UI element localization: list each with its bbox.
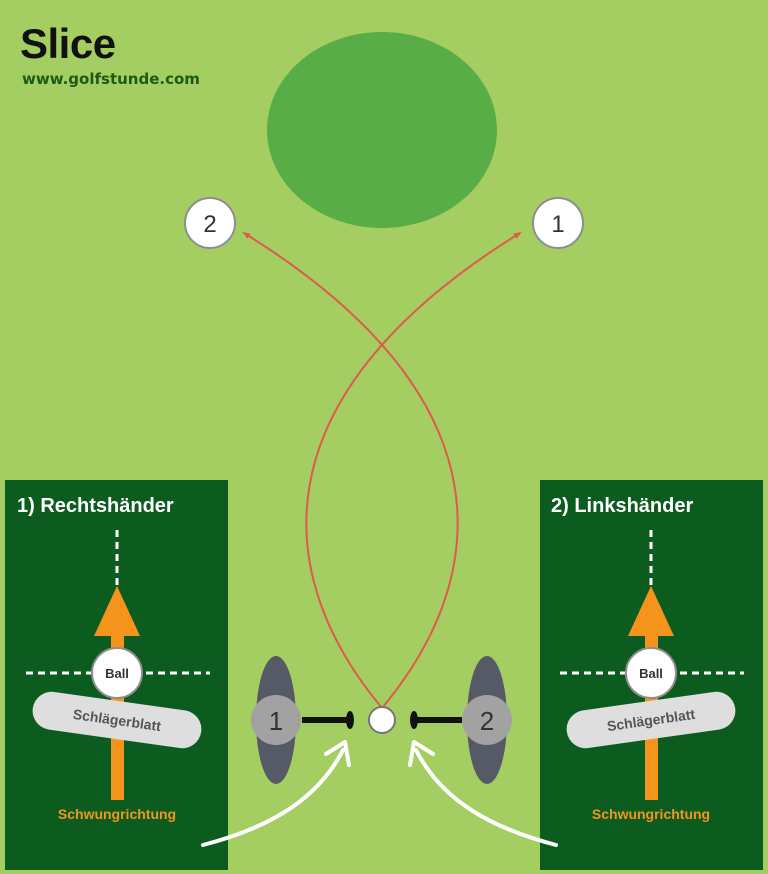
golfer-left-handed: 2	[410, 656, 512, 784]
swing-arrow-head	[94, 586, 140, 636]
landing-marker-label: 1	[551, 211, 564, 238]
ball-label: Ball	[105, 666, 129, 681]
trajectory-1	[305, 231, 522, 709]
website-link[interactable]: www.golfstunde.com	[22, 70, 200, 88]
golfer-label: 2	[480, 706, 494, 736]
ball-icon	[91, 647, 143, 699]
panel-title: 2) Linkshänder	[551, 495, 693, 517]
swing-direction-label: Schwungrichtung	[58, 806, 176, 822]
landing-marker-label: 2	[203, 211, 216, 238]
swing-direction-label: Schwungrichtung	[592, 806, 710, 822]
page-title: Slice	[20, 20, 116, 67]
landing-marker-1: 1	[532, 197, 584, 249]
landing-marker-2: 2	[184, 197, 236, 249]
trajectory-2	[242, 231, 459, 709]
golfer-label: 1	[269, 706, 283, 736]
clubface: Schlägerblatt	[566, 691, 736, 749]
clubface: Schlägerblatt	[32, 691, 202, 749]
swing-arrow-head	[628, 586, 674, 636]
golfer-right-handed: 1	[251, 656, 354, 784]
ball-icon	[625, 647, 677, 699]
tee-ball	[368, 706, 396, 734]
panel-right-handed: 1) Rechtshänder Ball Schlägerblatt Schwu…	[5, 480, 228, 870]
chalk-arrow-left	[201, 740, 351, 847]
chalk-arrow-right	[408, 740, 558, 847]
panel-left-handed: 2) Linkshänder Ball Schlägerblatt Schwun…	[540, 480, 763, 870]
panel-title: 1) Rechtshänder	[17, 495, 174, 517]
putting-green	[267, 32, 497, 228]
ball-label: Ball	[639, 666, 663, 681]
